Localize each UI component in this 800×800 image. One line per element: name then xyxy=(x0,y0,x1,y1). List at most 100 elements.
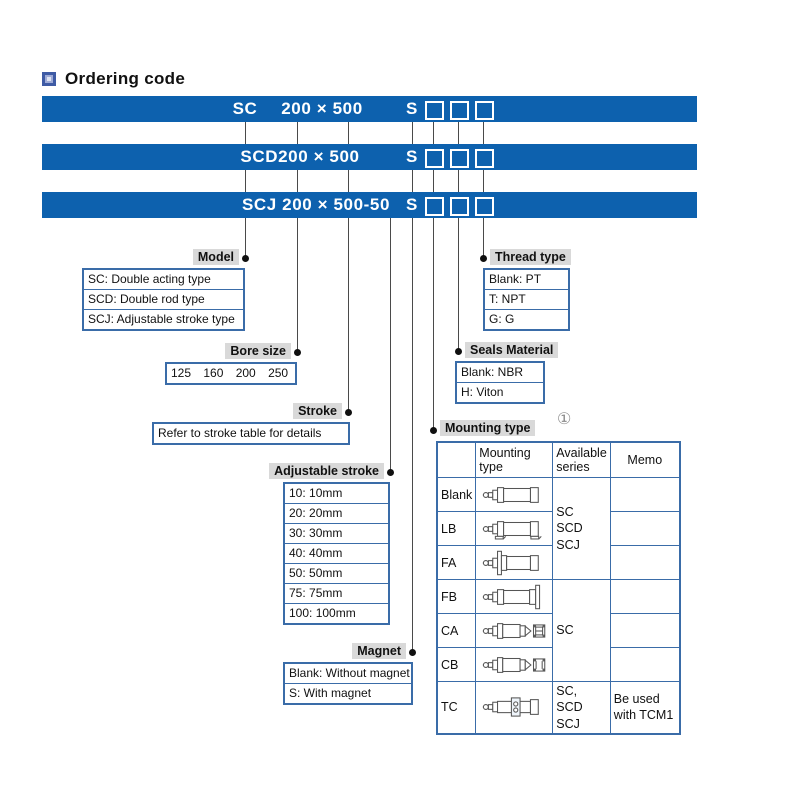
bar-scd-magnet: S xyxy=(406,147,418,166)
section-marker-icon xyxy=(42,72,56,86)
bar-sc-size: 200 × 500 xyxy=(281,99,363,118)
connector-line-model xyxy=(244,122,246,256)
page-title: Ordering code xyxy=(65,69,186,88)
stroke-note-box: Refer to stroke table for details xyxy=(152,422,350,445)
table-row: G: G xyxy=(485,309,568,329)
header-available-series: Available series xyxy=(552,441,611,478)
model-label: Model xyxy=(192,249,239,265)
magnet-label: Magnet xyxy=(352,643,406,659)
mount-code: LB xyxy=(436,511,477,546)
adjustable-stroke-label: Adjustable stroke xyxy=(269,463,384,479)
series-group-3: SC, SCD SCJ xyxy=(552,680,611,735)
memo-cell xyxy=(609,477,681,512)
cylinder-center-trunnion-icon xyxy=(475,680,554,735)
seals-material-label: Seals Material xyxy=(465,342,559,358)
code-bar-sc: SC 200 × 500 S xyxy=(42,96,697,122)
code-box xyxy=(450,101,469,120)
cylinder-foot-mount-icon xyxy=(475,511,554,546)
mount-code: CA xyxy=(436,613,477,648)
mount-code: Blank xyxy=(436,477,477,512)
mounting-type-table: Mounting type Available series Memo Blan… xyxy=(436,441,681,735)
code-bar-scd: SCD200 × 500 S xyxy=(42,144,697,170)
connector-line-bore xyxy=(296,122,298,350)
code-box xyxy=(425,101,444,120)
table-row: 30: 30mm xyxy=(285,523,388,543)
mounting-row-fa: FA xyxy=(436,545,681,580)
memo-cell xyxy=(609,613,681,648)
mounting-row-lb: LB xyxy=(436,511,681,546)
cylinder-basic-icon xyxy=(475,477,554,512)
table-row: Blank: NBR xyxy=(461,365,524,379)
connector-line-stroke xyxy=(347,122,349,410)
bar-sc-magnet: S xyxy=(406,99,418,118)
mounting-row-blank: Blank SC SCD SCJ xyxy=(436,477,681,580)
seals-material-table: Blank: NBR H: Viton xyxy=(455,361,545,404)
connector-line-thread xyxy=(482,122,484,256)
cylinder-rear-flange-icon xyxy=(475,579,554,614)
thread-type-label: Thread type xyxy=(490,249,571,265)
header-code xyxy=(436,441,477,478)
memo-cell xyxy=(609,511,681,546)
code-box xyxy=(475,101,494,120)
mounting-note-circled-1: ① xyxy=(557,411,572,428)
table-row: Blank: Without magnet xyxy=(289,666,410,680)
table-row: SCD: Double rod type xyxy=(84,289,243,309)
connector-dot-adjustable xyxy=(386,468,394,476)
memo-cell xyxy=(609,647,681,682)
mounting-header-row: Mounting type Available series Memo xyxy=(436,441,681,478)
mount-code: CB xyxy=(436,647,477,682)
bar-scj-magnet: S xyxy=(406,195,418,214)
mounting-type-label: Mounting type xyxy=(440,420,536,436)
code-box xyxy=(425,197,444,216)
table-row: 10: 10mm xyxy=(289,486,343,500)
mount-code: FA xyxy=(436,545,477,580)
connector-line-mounting xyxy=(432,122,434,428)
bore-size-label: Bore size xyxy=(225,343,291,359)
table-row: T: NPT xyxy=(485,289,568,309)
cylinder-clevis-ca-icon xyxy=(475,613,554,648)
table-row: 40: 40mm xyxy=(285,543,388,563)
table-row: 100: 100mm xyxy=(285,603,388,623)
code-bar-scj: SCJ 200 × 500-50 S xyxy=(42,192,697,218)
code-box xyxy=(475,197,494,216)
cylinder-front-flange-icon xyxy=(475,545,554,580)
memo-cell xyxy=(609,545,681,580)
connector-dot-stroke xyxy=(344,408,352,416)
table-row: H: Viton xyxy=(457,382,543,402)
mount-code: FB xyxy=(436,579,477,614)
connector-dot-magnet xyxy=(408,648,416,656)
code-box xyxy=(450,149,469,168)
model-table: SC: Double acting type SCD: Double rod t… xyxy=(82,268,245,331)
table-row: SC: Double acting type xyxy=(88,272,211,286)
table-row: SCJ: Adjustable stroke type xyxy=(84,309,243,329)
header-memo: Memo xyxy=(609,441,681,478)
code-box xyxy=(450,197,469,216)
mounting-row-fb: FB SC xyxy=(436,579,681,682)
magnet-table: Blank: Without magnet S: With magnet xyxy=(283,662,413,705)
mounting-row-ca: CA xyxy=(436,613,681,648)
code-box xyxy=(425,149,444,168)
bore-size-table: 125 160 200 250 xyxy=(165,362,297,385)
table-row: Refer to stroke table for details xyxy=(158,426,322,440)
bar-scj-model-size: SCJ 200 × 500-50 xyxy=(241,195,391,214)
mount-code: TC xyxy=(436,680,477,735)
code-box xyxy=(475,149,494,168)
memo-tc: Be used with TCM1 xyxy=(609,680,681,735)
memo-cell xyxy=(609,579,681,614)
connector-line-adjustable xyxy=(389,218,391,470)
series-group-1: SC SCD SCJ xyxy=(552,477,611,580)
bar-sc-model: SC xyxy=(232,99,258,118)
table-row: 20: 20mm xyxy=(285,503,388,523)
adjustable-stroke-table: 10: 10mm 20: 20mm 30: 30mm 40: 40mm 50: … xyxy=(283,482,390,625)
connector-line-seals xyxy=(457,122,459,349)
connector-dot-mounting xyxy=(429,426,437,434)
table-row: Blank: PT xyxy=(489,272,542,286)
stroke-label: Stroke xyxy=(293,403,342,419)
mounting-row-cb: CB xyxy=(436,647,681,682)
connector-dot-thread xyxy=(479,254,487,262)
page-title-row: Ordering code xyxy=(42,69,185,89)
table-row: 50: 50mm xyxy=(285,563,388,583)
table-row: 75: 75mm xyxy=(285,583,388,603)
connector-dot-model xyxy=(241,254,249,262)
